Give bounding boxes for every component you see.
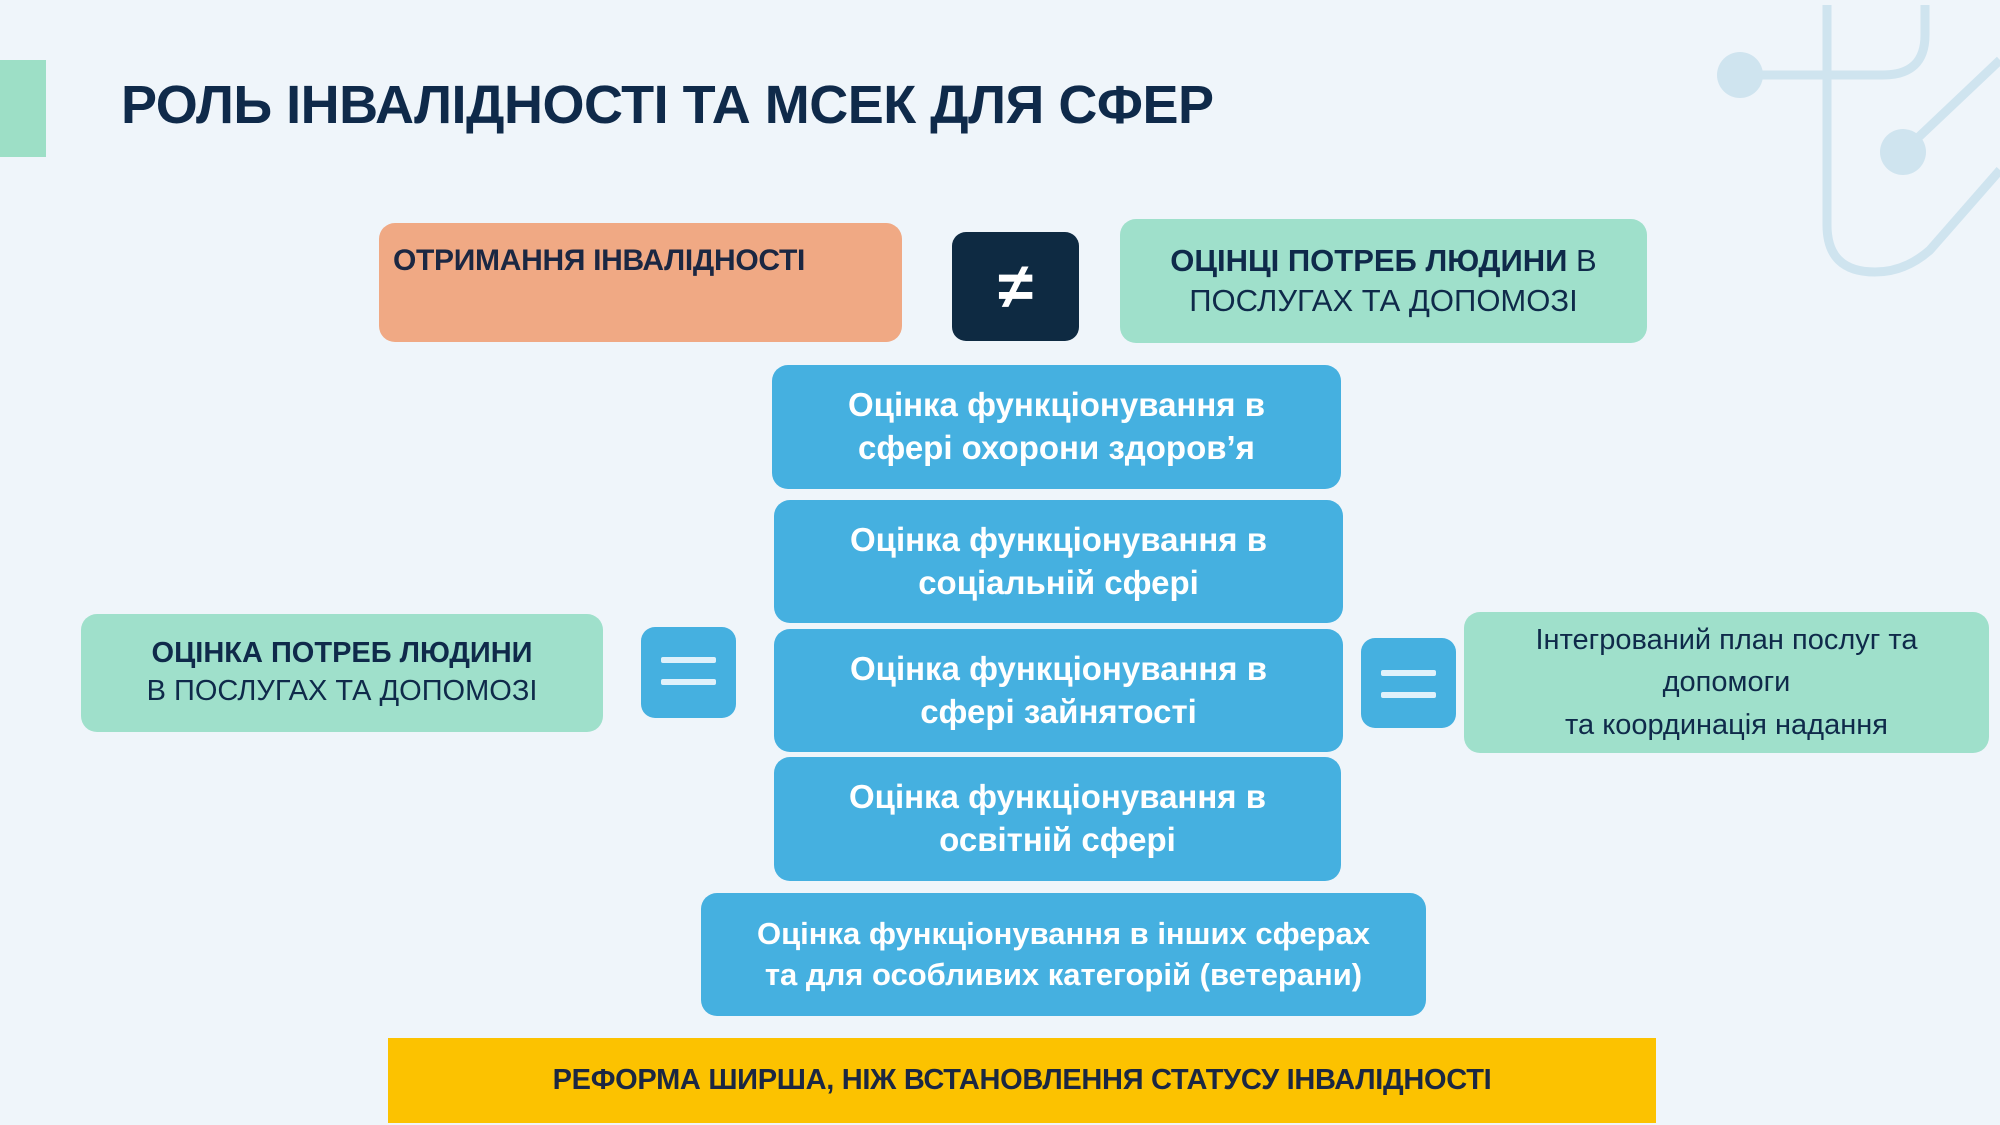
needs-assessment-top-rest: В ПОСЛУГАХ ТА ДОПОМОЗІ xyxy=(1189,242,1597,318)
assessment-health-box: Оцінка функціонування в сфері охорони здо… xyxy=(772,365,1341,489)
assessment-other-box: Оцінка функціонування в інших сферах та д… xyxy=(701,893,1426,1016)
page-title: РОЛЬ ІНВАЛІДНОСТІ ТА МСЕК ДЛЯ СФЕР xyxy=(121,75,1214,135)
needs-assessment-left-bold: ОЦІНКА ПОТРЕБ ЛЮДИНИ xyxy=(151,637,533,670)
assessment-line: сфері зайнятості xyxy=(920,692,1197,730)
assessment-social-box: Оцінка функціонування в соціальній сфері xyxy=(774,500,1343,623)
needs-assessment-left-rest: В ПОСЛУГАХ ТА ДОПОМОЗІ xyxy=(146,675,538,707)
assessment-line: Оцінка функціонування в інших сферах xyxy=(756,916,1371,952)
assessment-employment-box: Оцінка функціонування в сфері зайнятості xyxy=(774,629,1343,752)
equals-icon-left xyxy=(641,627,736,718)
needs-assessment-top-box: ОЦІНЦІ ПОТРЕБ ЛЮДИНИ В ПОСЛУГАХ ТА ДОПОМ… xyxy=(1120,219,1647,343)
not-equal-symbol: ≠ xyxy=(997,249,1034,322)
assessment-line: та для особливих категорій (ветерани) xyxy=(764,956,1363,992)
assessment-line: Оцінка функціонування в xyxy=(847,386,1265,424)
reform-banner: РЕФОРМА ШИРША, НІЖ ВСТАНОВЛЕННЯ СТАТУСУ … xyxy=(388,1038,1656,1123)
integrated-plan-line: Інтегрований план послуг та xyxy=(1535,624,1918,657)
assessment-line: Оцінка функціонування в xyxy=(849,520,1267,558)
not-equal-icon: ≠ xyxy=(952,232,1079,341)
integrated-plan-line: допомоги xyxy=(1662,666,1791,699)
title-accent-bar xyxy=(0,60,46,157)
reform-banner-text: РЕФОРМА ШИРША, НІЖ ВСТАНОВЛЕННЯ СТАТУСУ … xyxy=(552,1064,1492,1096)
assessment-line: соціальній сфері xyxy=(918,563,1199,601)
equals-icon-right xyxy=(1361,638,1456,728)
assessment-line: сфері охорони здоров’я xyxy=(858,429,1255,466)
obtaining-disability-box: ОТРИМАННЯ ІНВАЛІДНОСТІ xyxy=(379,223,902,342)
assessment-education-box: Оцінка функціонування в освітній сфері xyxy=(774,757,1341,881)
needs-assessment-top-bold: ОЦІНЦІ ПОТРЕБ ЛЮДИНИ xyxy=(1170,242,1568,278)
assessment-line: освітній сфері xyxy=(939,821,1176,858)
assessment-line: Оцінка функціонування в xyxy=(849,649,1267,687)
decorative-network-graphic xyxy=(1717,5,2000,277)
obtaining-disability-label: ОТРИМАННЯ ІНВАЛІДНОСТІ xyxy=(393,244,806,277)
integrated-plan-line: та координація надання xyxy=(1565,708,1888,741)
assessment-line: Оцінка функціонування в xyxy=(848,778,1266,816)
integrated-plan-box: Інтегрований план послуг та допомоги та ко… xyxy=(1464,612,1989,753)
needs-assessment-left-box: ОЦІНКА ПОТРЕБ ЛЮДИНИ В ПОСЛУГАХ ТА ДОПОМ… xyxy=(81,614,603,732)
